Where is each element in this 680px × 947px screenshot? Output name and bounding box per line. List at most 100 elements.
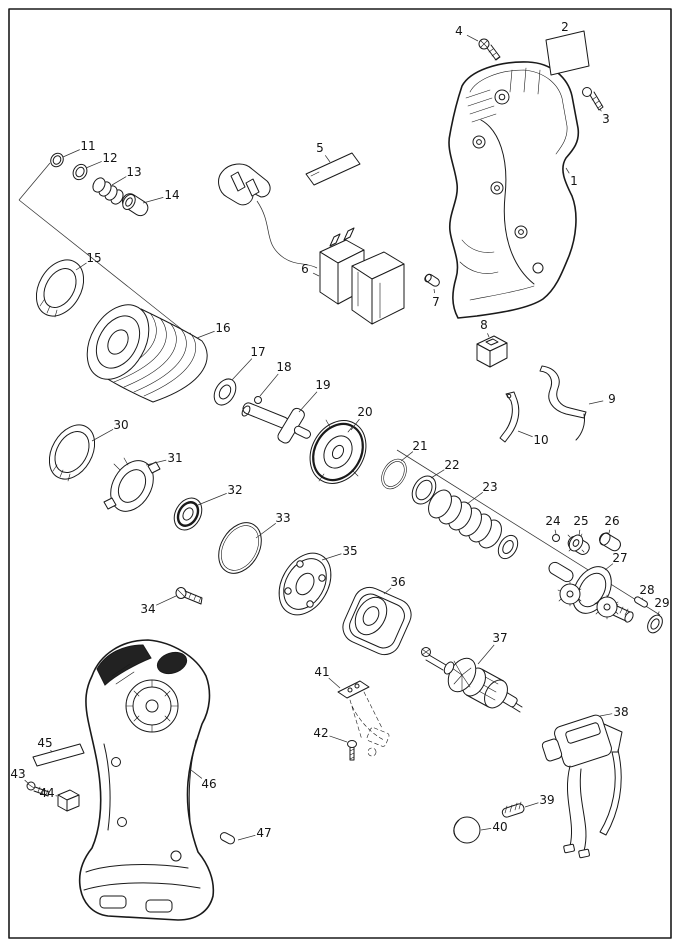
leader-line-34 bbox=[156, 595, 177, 606]
part-label-8: 8 bbox=[480, 318, 488, 332]
part-label-17: 17 bbox=[250, 345, 265, 359]
part-label-7: 7 bbox=[432, 295, 440, 309]
leader-line-28 bbox=[641, 597, 643, 600]
part-30-ring bbox=[48, 424, 96, 482]
leader-line-10 bbox=[517, 430, 533, 438]
part-label-33: 33 bbox=[275, 511, 290, 525]
part-label-43: 43 bbox=[10, 767, 25, 781]
parts-11-14-group bbox=[50, 152, 149, 217]
leader-line-20 bbox=[350, 418, 360, 431]
part-label-47: 47 bbox=[256, 826, 271, 840]
part-16-chuck bbox=[86, 304, 208, 403]
part-label-39: 39 bbox=[539, 793, 554, 807]
leader-line-3 bbox=[599, 108, 602, 112]
part-label-34: 34 bbox=[140, 602, 155, 616]
part-2-plate bbox=[545, 30, 590, 76]
part-label-30: 30 bbox=[113, 418, 128, 432]
part-label-28: 28 bbox=[639, 583, 654, 597]
part-label-19: 19 bbox=[315, 378, 330, 392]
leader-line-46 bbox=[190, 769, 203, 779]
part-43-screw bbox=[26, 781, 50, 797]
part-34-screw bbox=[175, 587, 203, 605]
part-label-40: 40 bbox=[492, 820, 507, 834]
part-5-strip bbox=[305, 152, 361, 186]
leader-line-40 bbox=[480, 828, 492, 831]
part-3-screw bbox=[582, 87, 604, 111]
part-7-pin bbox=[424, 273, 440, 287]
part-label-27: 27 bbox=[612, 551, 627, 565]
part-25-pinion-gear bbox=[567, 533, 590, 555]
page-border bbox=[8, 8, 672, 939]
leader-line-22 bbox=[430, 469, 445, 479]
part-8-switch-button bbox=[476, 335, 508, 368]
part-label-42: 42 bbox=[313, 726, 328, 740]
part-label-14: 14 bbox=[164, 188, 179, 202]
part-label-45: 45 bbox=[37, 736, 52, 750]
leader-line-31 bbox=[145, 459, 167, 466]
part-27-spindle-assembly bbox=[548, 561, 634, 623]
part-label-22: 22 bbox=[444, 458, 459, 472]
part-32-bearing bbox=[173, 497, 203, 531]
part-28-pin bbox=[634, 596, 648, 608]
part-35-hub bbox=[278, 552, 332, 616]
leader-line-35 bbox=[321, 553, 342, 561]
part-1-housing-half bbox=[448, 61, 580, 319]
leader-line-9 bbox=[588, 400, 604, 405]
part-label-12: 12 bbox=[102, 151, 117, 165]
leader-line-42 bbox=[329, 735, 348, 743]
part-label-32: 32 bbox=[227, 483, 242, 497]
leader-line-41 bbox=[328, 677, 341, 689]
part-13-spring bbox=[92, 177, 124, 205]
construction-lines bbox=[18, 162, 661, 616]
leader-line-11 bbox=[62, 149, 80, 158]
part-41-plate bbox=[337, 680, 370, 699]
leader-line-8 bbox=[487, 333, 490, 338]
part-19-anvil bbox=[241, 402, 311, 444]
part-9-bracket bbox=[539, 365, 587, 441]
part-label-10: 10 bbox=[533, 433, 548, 447]
part-label-20: 20 bbox=[357, 405, 372, 419]
part-label-41: 41 bbox=[314, 665, 329, 679]
part-20-hub bbox=[309, 419, 367, 484]
part-21-ring bbox=[381, 458, 407, 490]
leader-line-7 bbox=[433, 288, 436, 294]
leader-line-45 bbox=[50, 749, 53, 753]
part-46-handle-housing bbox=[78, 639, 215, 921]
part-label-4: 4 bbox=[455, 24, 463, 38]
part-label-38: 38 bbox=[613, 705, 628, 719]
part-label-1: 1 bbox=[570, 174, 578, 188]
leader-line-26 bbox=[608, 529, 611, 534]
leader-line-17 bbox=[231, 358, 253, 381]
part-label-31: 31 bbox=[167, 451, 182, 465]
leader-line-14 bbox=[142, 197, 164, 204]
part-label-44: 44 bbox=[39, 786, 54, 800]
leader-line-38 bbox=[599, 713, 613, 717]
part-label-9: 9 bbox=[608, 392, 616, 406]
leader-line-4 bbox=[466, 34, 479, 42]
part-4-screw bbox=[478, 38, 501, 61]
leader-line-29 bbox=[657, 611, 660, 616]
part-label-16: 16 bbox=[215, 321, 230, 335]
leader-line-39 bbox=[524, 802, 539, 808]
leader-line-24 bbox=[554, 529, 557, 535]
part-44-block bbox=[57, 789, 80, 812]
part-6-terminal-assembly bbox=[218, 163, 405, 325]
part-45-strip bbox=[32, 743, 85, 767]
part-label-46: 46 bbox=[201, 777, 216, 791]
part-38-switch-assembly bbox=[541, 714, 623, 859]
leader-line-37 bbox=[477, 644, 495, 665]
leader-line-19 bbox=[298, 391, 318, 413]
leader-line-30 bbox=[91, 429, 114, 442]
part-40-cap bbox=[453, 816, 481, 844]
part-24-ball bbox=[552, 534, 560, 542]
leader-line-16 bbox=[196, 330, 215, 339]
part-label-25: 25 bbox=[573, 514, 588, 528]
part-31-collar bbox=[103, 457, 161, 512]
part-37-armature bbox=[421, 647, 523, 713]
leader-line-47 bbox=[237, 834, 256, 841]
part-label-24: 24 bbox=[545, 514, 560, 528]
part-label-2: 2 bbox=[561, 20, 569, 34]
